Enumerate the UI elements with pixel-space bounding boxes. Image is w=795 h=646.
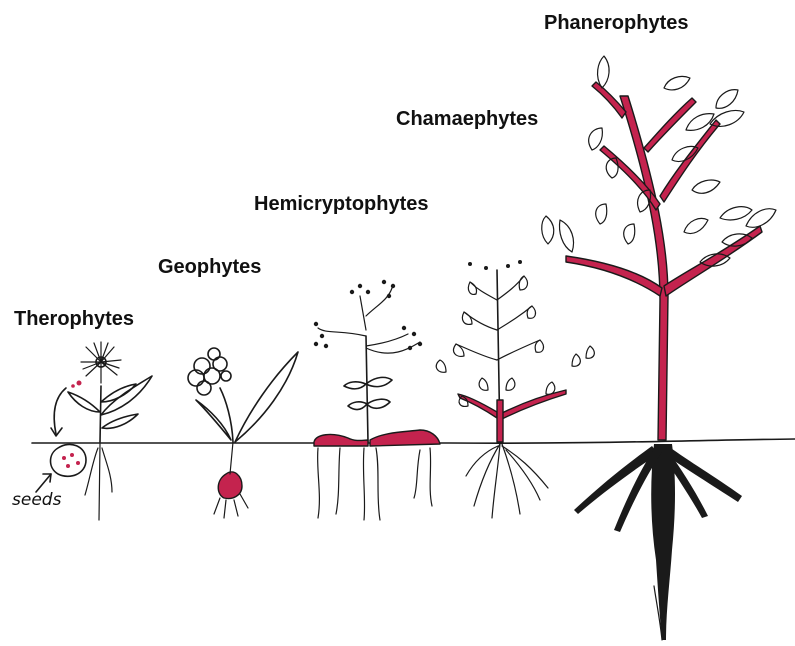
therophyte-flower [81,342,121,383]
hemicryptophyte-plant [314,280,440,520]
geophytes-label: Geophytes [158,256,261,279]
chamaephytes-label: Chamaephytes [396,108,538,131]
geophyte-plant [188,348,298,518]
phanerophytes-label: Phanerophytes [544,12,688,35]
seed-capsule [51,444,87,476]
phanerophyte-plant [542,56,776,640]
chamaephyte-plant [436,260,594,518]
geophyte-flower [188,348,231,395]
therophytes-label: Therophytes [14,308,134,331]
hemicryptophytes-label: Hemicryptophytes [254,193,429,216]
seeds-label: seeds [12,490,61,510]
phanerophyte-taproot [651,444,675,640]
hemicryptophyte-rosette [314,435,368,446]
geophyte-bulb [218,472,242,499]
